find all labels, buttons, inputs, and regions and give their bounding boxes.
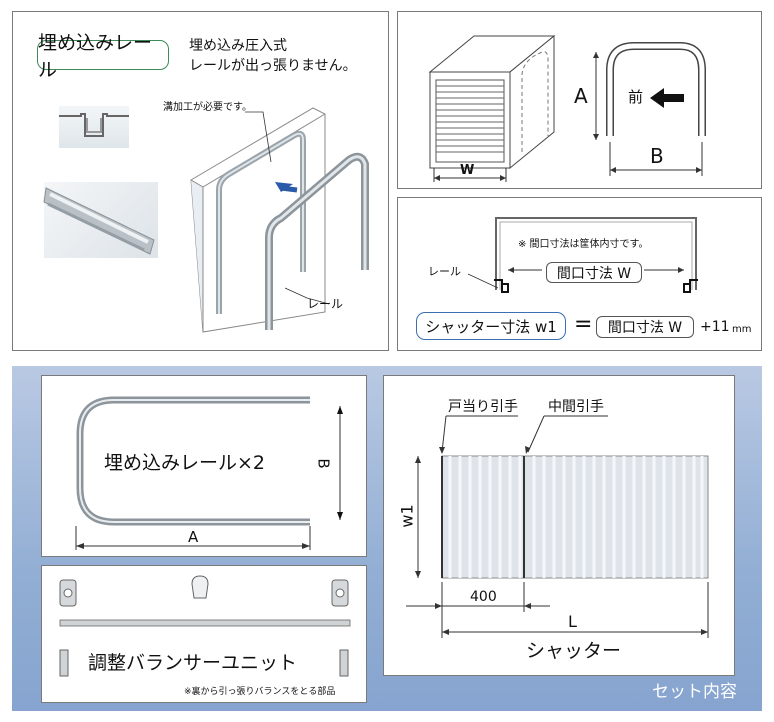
formula-unit: mm [732, 324, 752, 335]
rail-description-line1: 埋め込み圧入式 [189, 38, 287, 54]
shutter-panel: 戸当り引手 中間引手 w1 400 L シャッター [383, 375, 735, 676]
cabinet-dimension-panel: A W B 前 [397, 11, 762, 189]
groove-note: 溝加工が必要です。 [163, 102, 252, 113]
rail-label: レール [307, 297, 344, 311]
balancer-note: ※裏から引っ張りバランスをとる部品 [184, 687, 336, 697]
formula-plus-value: +11 [700, 319, 730, 335]
rail-dimension-A-label: A [188, 528, 199, 546]
balancer-drawing [59, 575, 351, 677]
opening-note: ※ 間口寸法は筐体内寸です。 [518, 239, 649, 250]
rail-description-line2: レールが出っ張りません。 [189, 58, 357, 74]
groove-section-drawing [59, 113, 129, 137]
rail-label: レール [428, 265, 461, 278]
dimension-B-label: B [650, 144, 664, 168]
opening-section-drawing [467, 217, 698, 293]
rails-drawing [75, 396, 343, 550]
balancer-unit-label: 調整バランサーユニット [88, 652, 298, 674]
shutter-size-formula-panel: ※ 間口寸法は筐体内寸です。 レール 間口寸法 W シャッター寸法 w1 = 間… [397, 197, 762, 351]
front-label: 前 [628, 88, 644, 106]
cabinet-drawing [428, 34, 706, 182]
rail-photo [43, 182, 158, 258]
opening-width-label: 間口寸法 W [546, 262, 642, 283]
embedded-rail-x2-label: 埋め込みレール×2 [104, 452, 266, 474]
set-contents-footer: セット内容 [652, 682, 737, 702]
door-stop-handle-label: 戸当り引手 [448, 399, 518, 415]
rail-dimension-B-label: B [314, 458, 333, 469]
wall-rail-drawing [190, 107, 369, 333]
groove-section-image [59, 106, 129, 148]
dimension-w1-label: w1 [397, 504, 417, 528]
rail-photo-drawing [43, 187, 155, 255]
shutter-size-formula-left: シャッター寸法 w1 [416, 312, 566, 340]
shutter-drawing [406, 415, 709, 638]
formula-equals: = [574, 312, 593, 337]
dimension-W-label: W [460, 163, 475, 178]
shutter-label: シャッター [526, 640, 622, 662]
dimension-400-label: 400 [470, 589, 497, 605]
embedded-rail-panel: 埋め込みレール 埋め込み圧入式 レールが出っ張りません。 溝加工が必要です。 [12, 11, 389, 351]
dimension-L-label: L [568, 612, 577, 631]
dimension-A-label: A [574, 84, 588, 108]
shutter-size-formula-right: 間口寸法 W [596, 316, 694, 338]
rails-panel: 埋め込みレール×2 A B [41, 375, 367, 557]
balancer-panel: 調整バランサーユニット ※裏から引っ張りバランスをとる部品 [41, 565, 367, 703]
middle-handle-label: 中間引手 [548, 399, 604, 415]
